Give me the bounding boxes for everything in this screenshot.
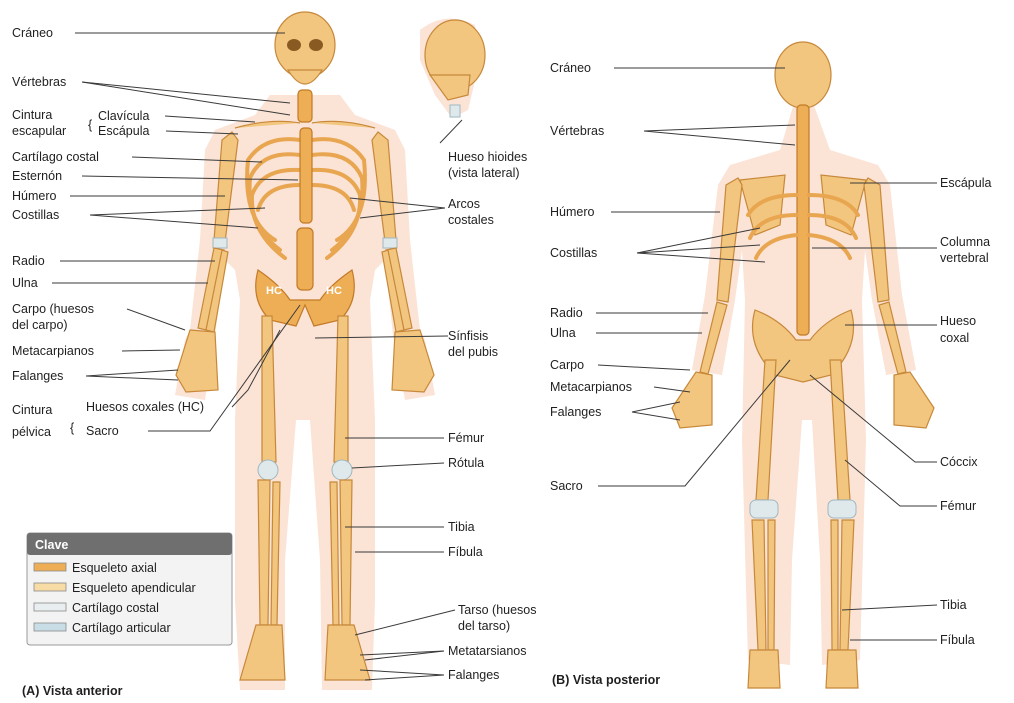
label-humero-posterior: Húmero xyxy=(550,205,595,219)
legend-item-label: Esqueleto axial xyxy=(72,561,157,575)
label-cartilago-costal: Cartílago costal xyxy=(12,150,99,164)
label-coccix: Cóccix xyxy=(940,455,978,469)
hc-left-label: HC xyxy=(266,285,282,297)
label-cintura-pelvica-2: pélvica xyxy=(12,425,51,439)
head-lateral-view xyxy=(420,19,485,118)
spine-posterior xyxy=(797,105,809,335)
label-hueso-hioides-2: (vista lateral) xyxy=(448,166,520,180)
label-columna-1: Columna xyxy=(940,235,990,249)
label-escapula-posterior: Escápula xyxy=(940,176,991,190)
label-coxal-2: coxal xyxy=(940,331,969,345)
labels-posterior-right: Escápula Columna vertebral Hueso coxal C… xyxy=(940,176,991,647)
label-craneo: Cráneo xyxy=(12,26,53,40)
brace-escapular: { xyxy=(88,118,92,132)
label-metacarpianos-posterior: Metacarpianos xyxy=(550,380,632,394)
label-costillas: Costillas xyxy=(12,208,59,222)
label-falanges: Falanges xyxy=(12,369,63,383)
legend-swatch xyxy=(34,603,66,611)
legend-swatch xyxy=(34,583,66,591)
posterior-figure xyxy=(672,42,934,688)
label-falanges-posterior: Falanges xyxy=(550,405,601,419)
labels-anterior-right: Hueso hioides (vista lateral) Arcos cost… xyxy=(448,150,537,682)
label-tarso-2: del tarso) xyxy=(458,619,510,633)
label-columna-2: vertebral xyxy=(940,251,989,265)
label-ulna-posterior: Ulna xyxy=(550,326,576,340)
label-coxal-1: Hueso xyxy=(940,314,976,328)
label-tibia-anterior: Tibia xyxy=(448,520,475,534)
label-ulna: Ulna xyxy=(12,276,38,290)
label-clavicula: Clavícula xyxy=(98,109,149,123)
brace-pelvica: { xyxy=(70,421,74,435)
caption-anterior: (A) Vista anterior xyxy=(22,684,123,698)
label-tibia-posterior: Tibia xyxy=(940,598,967,612)
skull-posterior xyxy=(775,42,831,108)
legend-swatch xyxy=(34,623,66,631)
skull-anterior xyxy=(275,12,335,78)
label-cintura-escapular-2: escapular xyxy=(12,124,66,138)
label-carpo-1: Carpo (huesos xyxy=(12,302,94,316)
legend-swatch xyxy=(34,563,66,571)
label-costillas-posterior: Costillas xyxy=(550,246,597,260)
label-arcos-costales-2: costales xyxy=(448,213,494,227)
label-rotula: Rótula xyxy=(448,456,484,470)
sternum xyxy=(300,128,312,223)
label-metatarsianos: Metatarsianos xyxy=(448,644,527,658)
label-arcos-costales-1: Arcos xyxy=(448,197,480,211)
label-craneo-posterior: Cráneo xyxy=(550,61,591,75)
label-huesos-coxales: Huesos coxales (HC) xyxy=(86,400,204,414)
legend-item-label: Cartílago costal xyxy=(72,601,159,615)
label-tarso-1: Tarso (huesos xyxy=(458,603,537,617)
legend-item-label: Esqueleto apendicular xyxy=(72,581,196,595)
hc-right-label: HC xyxy=(326,285,342,297)
caption-posterior: (B) Vista posterior xyxy=(552,673,660,687)
label-carpo-2: del carpo) xyxy=(12,318,68,332)
legend-key: Clave Esqueleto axialEsqueleto apendicul… xyxy=(27,533,232,645)
label-hueso-hioides-1: Hueso hioides xyxy=(448,150,527,164)
label-femur-posterior: Fémur xyxy=(940,499,976,513)
label-vertebras: Vértebras xyxy=(12,75,66,89)
labels-posterior-left: Cráneo Vértebras Húmero Costillas Radio … xyxy=(550,61,632,493)
label-humero: Húmero xyxy=(12,189,57,203)
label-radio-posterior: Radio xyxy=(550,306,583,320)
legend-title: Clave xyxy=(35,538,68,552)
label-sinfisis-1: Sínfisis xyxy=(448,329,488,343)
label-cintura-pelvica-1: Cintura xyxy=(12,403,52,417)
label-escapula: Escápula xyxy=(98,124,149,138)
label-sinfisis-2: del pubis xyxy=(448,345,498,359)
label-cintura-escapular-1: Cintura xyxy=(12,108,52,122)
label-femur-anterior: Fémur xyxy=(448,431,484,445)
label-vertebras-posterior: Vértebras xyxy=(550,124,604,138)
label-fibula-anterior: Fíbula xyxy=(448,545,483,559)
label-metacarpianos: Metacarpianos xyxy=(12,344,94,358)
label-fibula-posterior: Fíbula xyxy=(940,633,975,647)
label-falanges-pie: Falanges xyxy=(448,668,499,682)
label-sacro-posterior: Sacro xyxy=(550,479,583,493)
label-radio: Radio xyxy=(12,254,45,268)
label-carpo-posterior: Carpo xyxy=(550,358,584,372)
label-sacro: Sacro xyxy=(86,424,119,438)
label-esternon: Esternón xyxy=(12,169,62,183)
legend-item-label: Cartílago articular xyxy=(72,621,171,635)
